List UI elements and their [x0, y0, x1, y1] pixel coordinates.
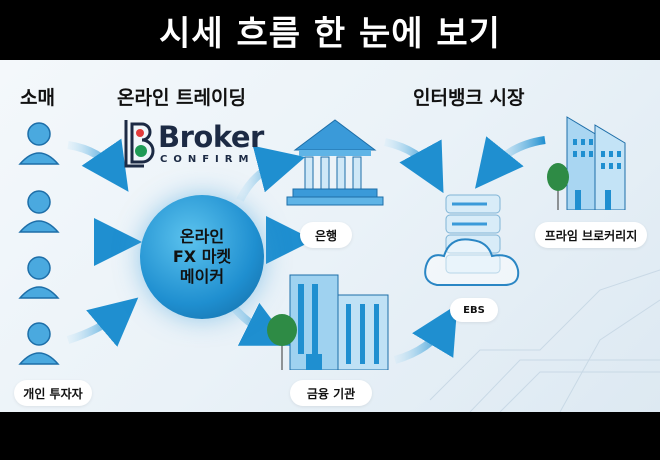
tree-icon [267, 314, 297, 346]
logo-name: Broker [158, 120, 264, 154]
bank-icon [286, 119, 384, 206]
bottom-bar [0, 412, 660, 460]
label-financial-institution: 금융 기관 [290, 380, 372, 406]
arrow-bank-ebs [384, 138, 444, 194]
tree-icon [547, 163, 569, 191]
prime-brokerage-buildings-icon [547, 116, 626, 210]
broker-confirm-logo: Broker CONFIRM [122, 118, 264, 168]
center-line-1: 온라인 [179, 227, 225, 246]
person-icon [18, 256, 60, 299]
circuit-background [429, 269, 660, 412]
ebs-server-cloud-icon [424, 194, 520, 286]
label-prime-brokerage: 프라임 브로커리지 [535, 222, 647, 248]
arrow-institution-ebs [393, 304, 458, 364]
person-icon [18, 122, 60, 165]
label-ebs: EBS [450, 298, 498, 322]
diagram: 소매 온라인 트레이딩 인터뱅크 시장 Broker CONFIRM 개인 투자… [0, 60, 660, 412]
retail-investors-icons [18, 122, 60, 365]
arrow-prime-ebs [475, 136, 546, 189]
heading-interbank: 인터뱅크 시장 [413, 87, 525, 109]
person-icon [18, 322, 60, 365]
arrow-retail-1 [67, 138, 129, 192]
logo-sub: CONFIRM [160, 154, 255, 165]
label-bank: 은행 [300, 222, 352, 248]
center-line-3: 메이커 [179, 267, 225, 286]
arrow-retail-3 [66, 297, 139, 347]
label-individual: 개인 투자자 [14, 380, 92, 406]
heading-online-trading: 온라인 트레이딩 [117, 87, 246, 109]
page-title: 시세 흐름 한 눈에 보기 [159, 13, 501, 54]
person-icon [18, 190, 60, 233]
logo-mark-icon [124, 120, 155, 168]
heading-retail: 소매 [20, 87, 55, 109]
title-bar: 시세 흐름 한 눈에 보기 [0, 0, 660, 60]
online-fx-market-maker-node: 온라인 FX 마켓 메이커 [140, 195, 264, 319]
financial-institution-building-icon [267, 274, 389, 370]
center-line-2: FX 마켓 [172, 247, 232, 266]
arrow-to-bank [236, 145, 306, 202]
